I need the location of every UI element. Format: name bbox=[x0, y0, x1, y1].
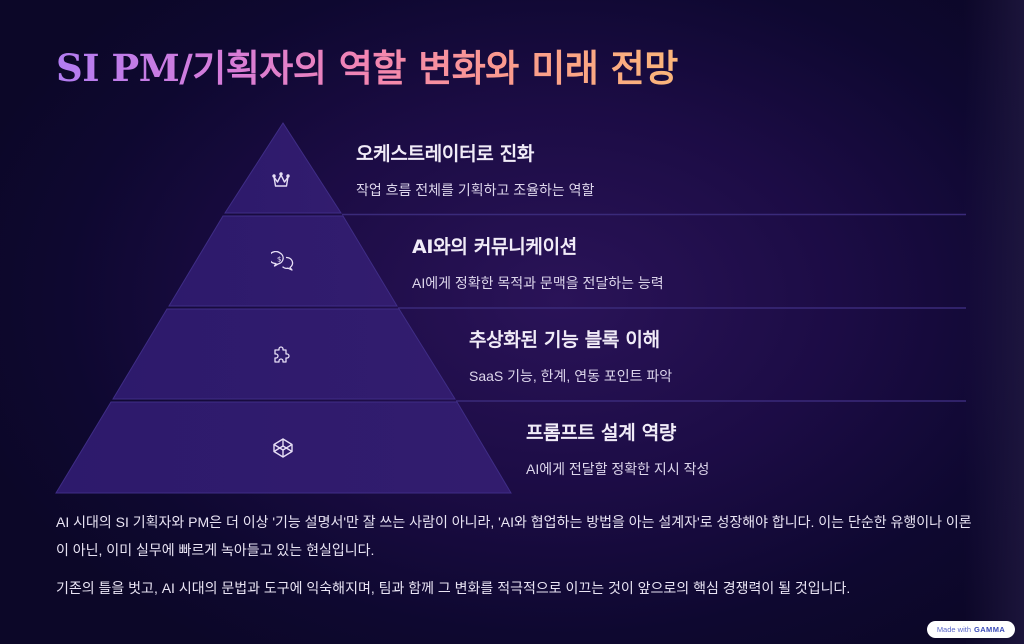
pyramid-tier-1 bbox=[224, 122, 342, 214]
tier-2-title: AI와의 커뮤니케이션 bbox=[412, 236, 577, 258]
tier-4-description: AI에게 전달할 정확한 지시 작성 bbox=[526, 461, 710, 477]
body-paragraph-1: AI 시대의 SI 기획자와 PM은 더 이상 '기능 설명서'만 잘 쓰는 사… bbox=[56, 514, 972, 558]
tier-1-title: 오케스트레이터로 진화 bbox=[356, 143, 535, 165]
svg-text:$: $ bbox=[277, 256, 281, 264]
pyramid-tier-4 bbox=[55, 401, 512, 494]
pyramid-tier-3 bbox=[112, 308, 456, 400]
tier-1-text: 오케스트레이터로 진화 작업 흐름 전체를 기획하고 조율하는 역할 bbox=[356, 139, 594, 200]
made-with-gamma-badge[interactable]: Made with GAMMA bbox=[927, 621, 1015, 638]
crown-icon bbox=[269, 168, 293, 192]
tier-4-title: 프롬프트 설계 역량 bbox=[526, 422, 677, 444]
tier-3-description: SaaS 기능, 한계, 연동 포인트 파악 bbox=[469, 368, 673, 384]
chat-bubbles-icon: $ bbox=[271, 249, 295, 273]
tier-4-text: 프롬프트 설계 역량 AI에게 전달할 정확한 지시 작성 bbox=[526, 418, 709, 479]
badge-made-with-label: Made with bbox=[936, 625, 971, 634]
tier-2-description: AI에게 정확한 목적과 문맥을 전달하는 능력 bbox=[412, 275, 664, 291]
codepen-cube-icon bbox=[271, 436, 295, 460]
badge-brand-label: GAMMA bbox=[974, 625, 1006, 634]
puzzle-piece-icon bbox=[271, 343, 295, 367]
tier-1-description: 작업 흐름 전체를 기획하고 조율하는 역할 bbox=[356, 182, 595, 198]
tier-3-text: 추상화된 기능 블록 이해 SaaS 기능, 한계, 연동 포인트 파악 bbox=[469, 325, 672, 386]
body-paragraph-2: 기존의 틀을 벗고, AI 시대의 문법과 도구에 익숙해지며, 팀과 함께 그… bbox=[56, 580, 851, 596]
tier-2-text: AI와의 커뮤니케이션 AI에게 정확한 목적과 문맥을 전달하는 능력 bbox=[412, 232, 664, 293]
tier-3-title: 추상화된 기능 블록 이해 bbox=[469, 329, 660, 351]
